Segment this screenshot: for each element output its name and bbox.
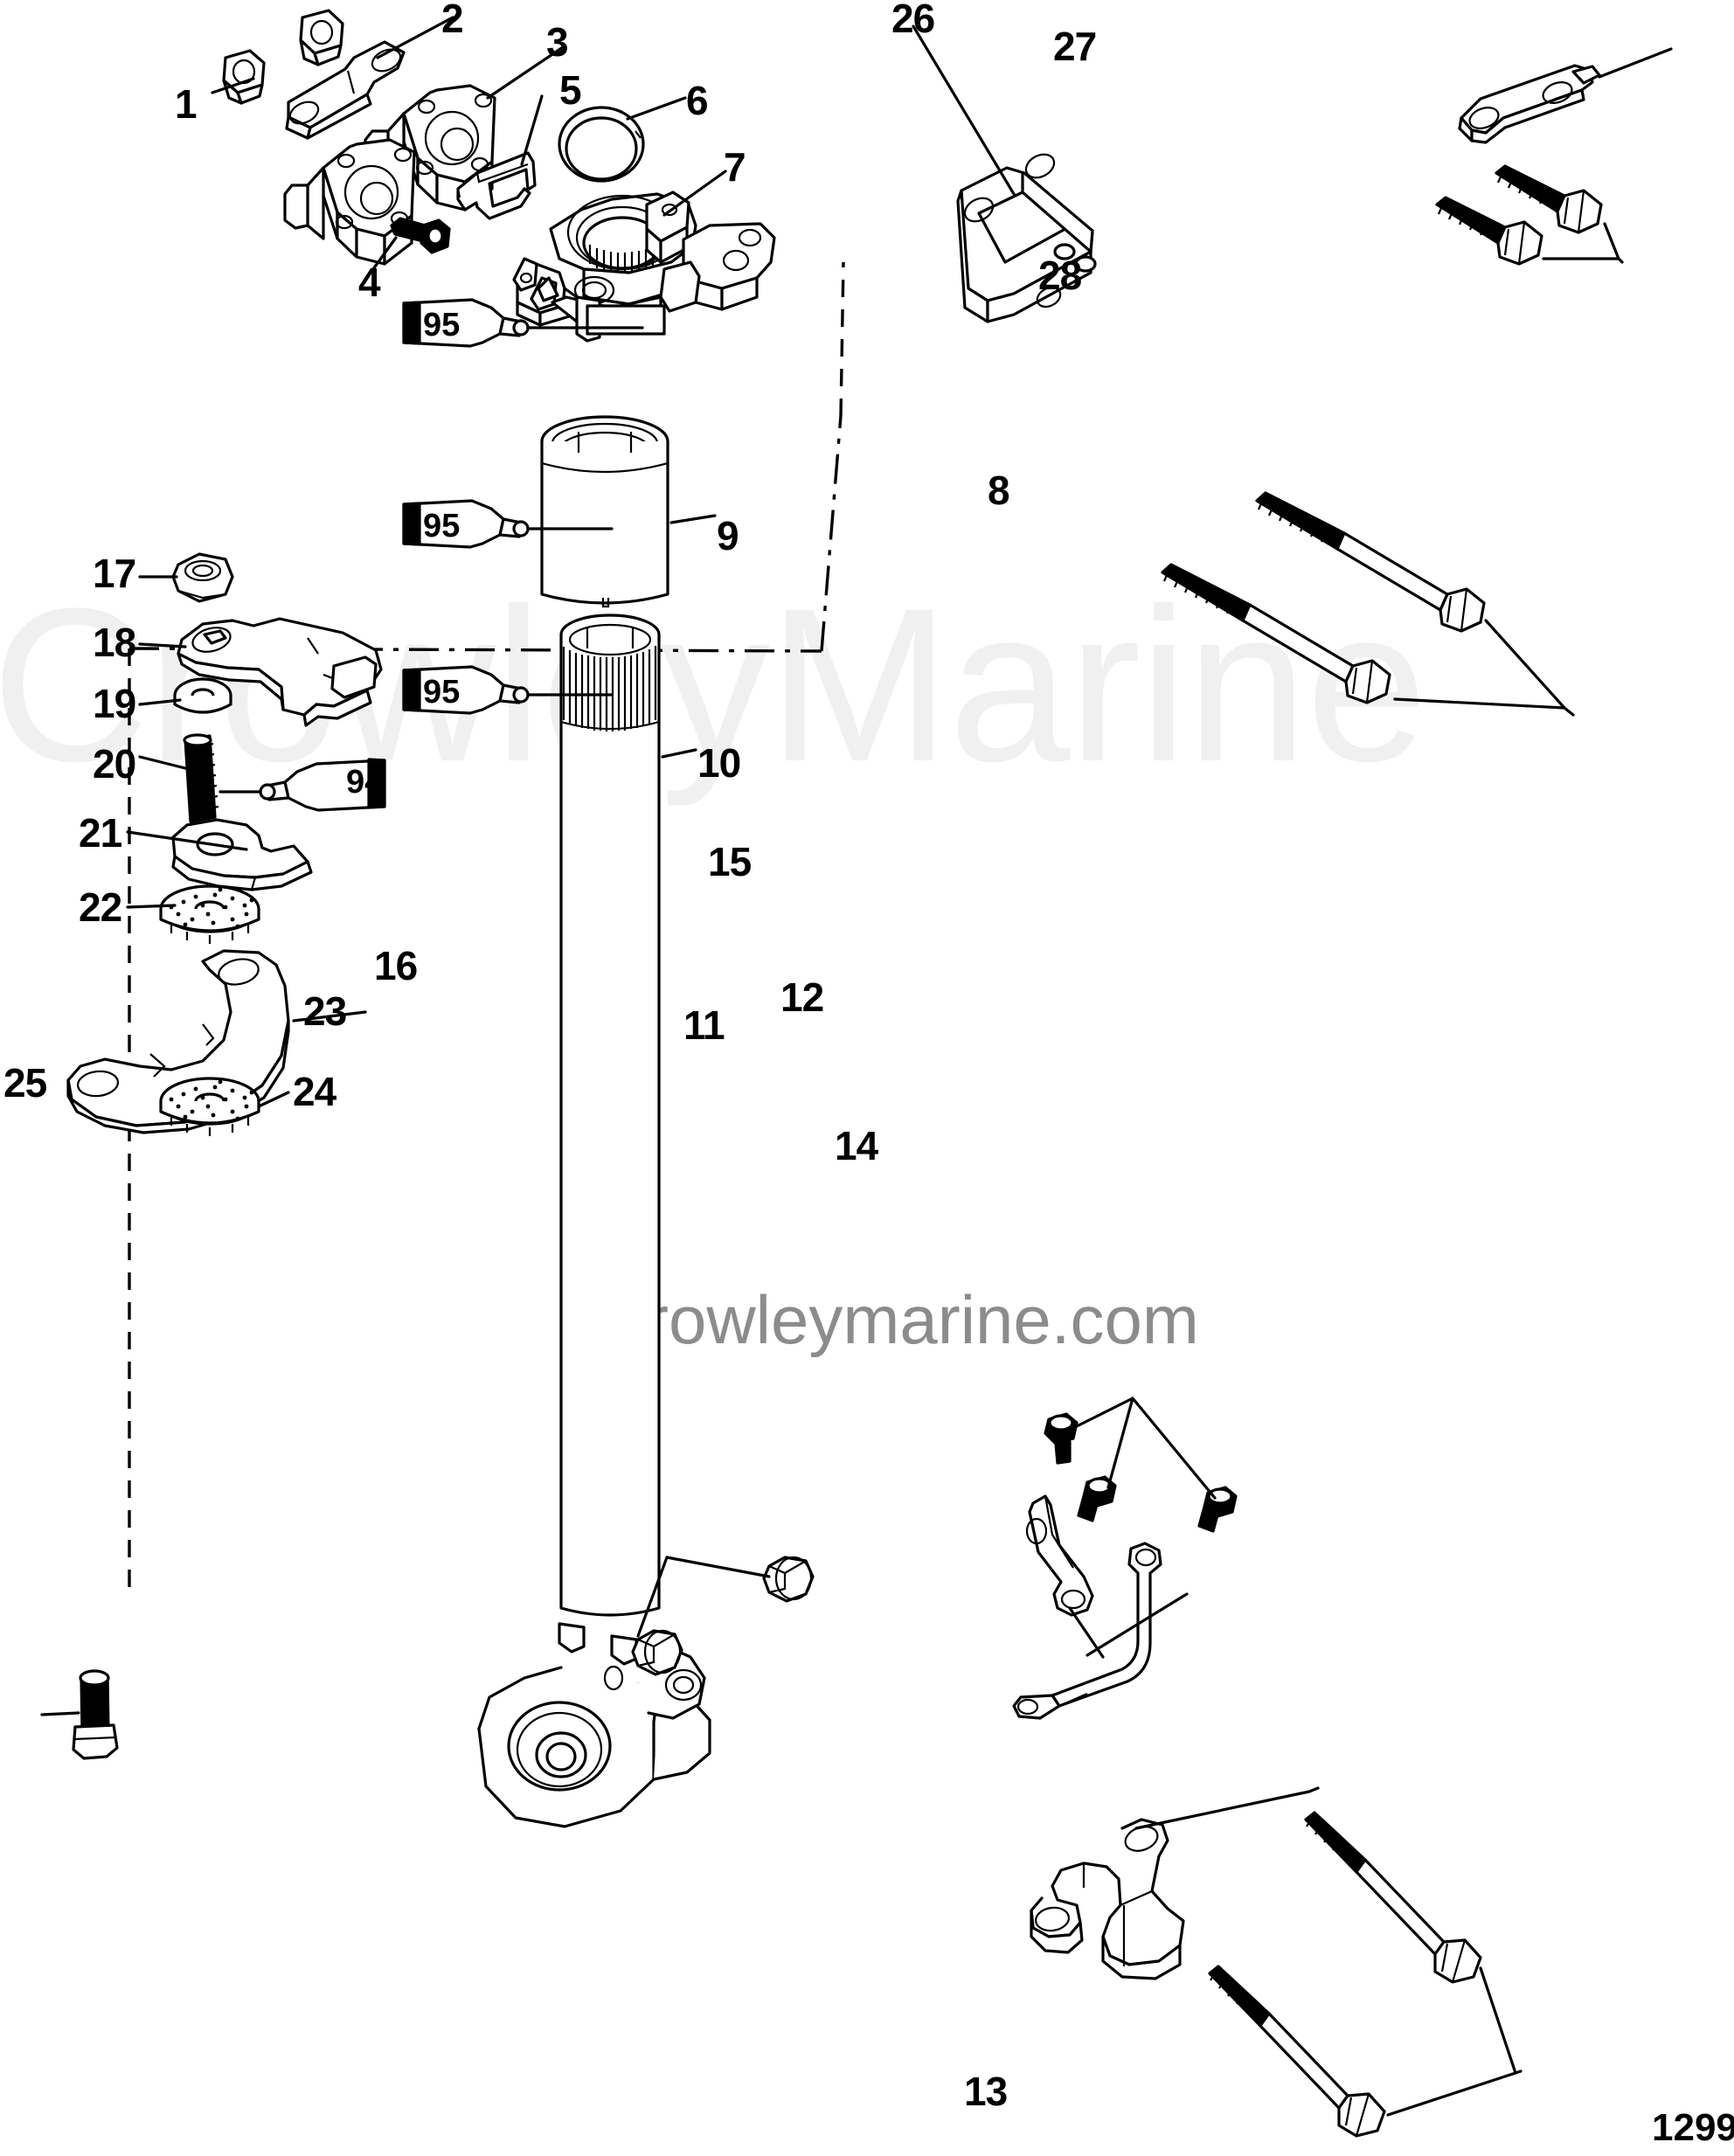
callout-8: 8 [988,468,1010,513]
part-15-screw-3 [1197,1486,1238,1533]
texture-dots [169,1079,254,1121]
watermark-crowleymarine-com: crowleymarine.com [612,1281,1199,1358]
part-1-nut [222,49,266,105]
callout-14: 14 [835,1123,878,1168]
part-10-drive-shaft-housing [477,614,711,1828]
part-27-tie-bar [1458,64,1601,144]
part-16-locknut-upper [762,1556,815,1603]
part-8-long-bolt-lower [1161,563,1391,704]
tube-number-94: 94 [346,764,384,801]
part-5-shim-half [456,151,537,220]
part-21-tab-washer [171,818,313,891]
callout-6: 6 [686,78,709,123]
spline-teeth [588,245,655,274]
callout-3: 3 [546,19,569,65]
part-19-washer [173,677,232,714]
texture-dots [169,887,254,929]
callout-27: 27 [1053,24,1097,69]
callout-4: 4 [358,260,381,305]
part-8-long-bolt-upper [1255,491,1486,633]
tube-number-95-lower: 95 [423,674,461,711]
lubricant-tube-94 [259,758,386,812]
callout-24: 24 [293,1069,336,1114]
part-14-cable-clamp [1030,1818,1185,1980]
part-28-hex-bolt-lower [1435,196,1543,266]
part-22-friction-washer-upper [159,884,260,944]
callout-20: 20 [93,741,136,787]
part-1b-nut-upper [299,9,344,66]
callout-7: 7 [724,144,746,190]
part-13-clamp-bolt-upper [1304,1811,1482,1984]
callout-25: 25 [3,1060,47,1106]
callout-28: 28 [1038,253,1082,298]
part-3-bushing-lower [283,138,416,266]
lubricant-tube-95-lower [402,665,530,715]
part-24-friction-washer-lower [159,1077,260,1136]
callout-15: 15 [708,839,752,884]
part-28-hex-bolt-upper [1495,164,1603,234]
sheet-number: 1299 [1652,2106,1734,2149]
callout-9: 9 [717,513,739,558]
part-11-ground-strap-short [1025,1494,1094,1617]
part-7-swivel-bracket [512,191,776,343]
callout-11: 11 [683,1002,725,1048]
part-20-stud [183,733,219,823]
tube-number-95-middle: 95 [423,508,461,544]
callout-23: 23 [303,988,347,1034]
callout-2: 2 [441,0,464,41]
watermark-crowley-marine: CrowleyMarine [0,563,1427,807]
callout-12: 12 [780,974,824,1020]
part-16-locknut-lower [631,1629,683,1676]
part-18-steering-arm [177,617,383,727]
callout-26: 26 [891,0,935,41]
lubricant-tube-95-middle [402,499,530,549]
callout-1: 1 [175,81,198,127]
part-15-screw-1 [1044,1412,1079,1465]
tube-number-95-upper: 95 [423,307,461,343]
part-15-screw-2 [1077,1475,1117,1522]
callout-5: 5 [559,67,582,113]
part-25-grease-fitting [72,1669,119,1760]
part-2-link-plate [285,40,406,140]
part-6-o-ring [558,106,645,183]
part-26-mounting-bracket [956,153,1097,323]
callout-18: 18 [93,620,136,665]
part-4-screw [390,217,451,254]
part-12-ground-lead [1012,1542,1162,1720]
callout-13: 13 [964,2069,1008,2114]
callout-21: 21 [79,810,122,856]
part-17-nylon-locknut [171,552,234,603]
lubricant-tube-95-upper [402,298,530,348]
callout-17: 17 [93,551,136,596]
part-13-clamp-bolt-lower [1208,1965,1386,2138]
callout-16: 16 [374,943,418,988]
callout-22: 22 [79,884,122,930]
callout-10: 10 [697,740,741,786]
callout-19: 19 [93,681,136,726]
part-9-upper-shaft-tube [540,415,669,608]
